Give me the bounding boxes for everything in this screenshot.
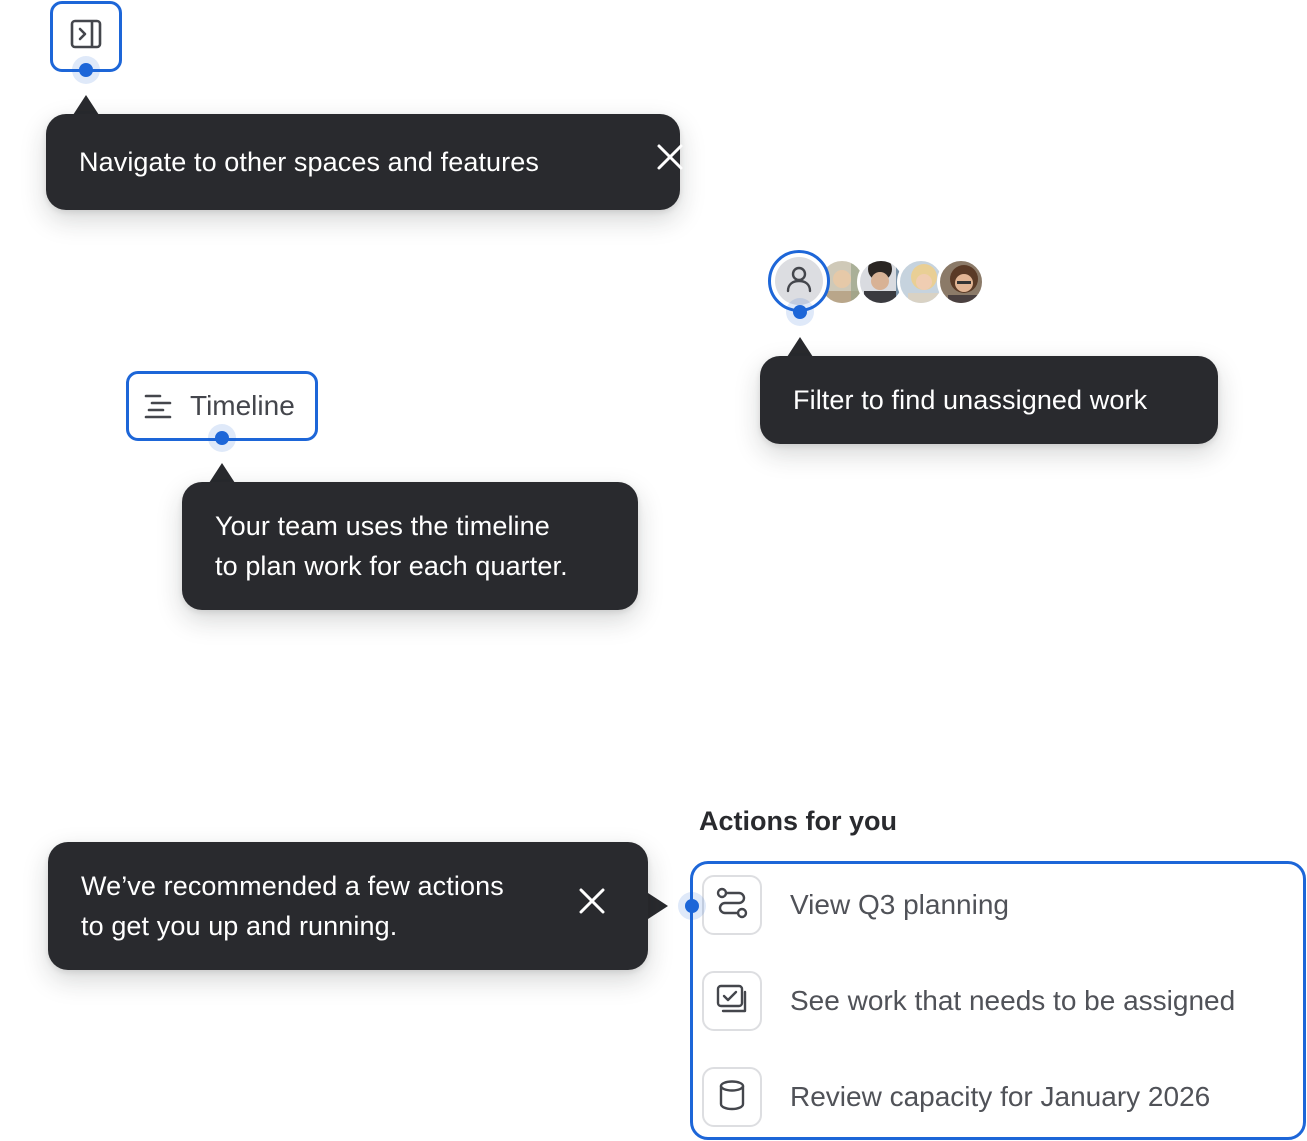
action-label: Review capacity for January 2026 <box>790 1081 1211 1112</box>
action-label: See work that needs to be assigned <box>790 985 1236 1016</box>
tooltip-timeline: Your team uses the timeline to plan work… <box>182 482 638 610</box>
tooltip-navigate-text: Navigate to other spaces and features <box>79 147 539 177</box>
close-tooltip-button[interactable] <box>572 886 612 926</box>
timeline-nav-item[interactable]: Timeline <box>126 371 318 441</box>
tooltip-filter: Filter to find unassigned work <box>760 356 1218 444</box>
actions-list <box>690 861 1306 1140</box>
close-tooltip-button[interactable] <box>650 142 690 182</box>
assignee-filter[interactable] <box>768 250 988 314</box>
tooltip-actions: We’ve recommended a few actions to get y… <box>48 842 648 970</box>
timeline-label: Timeline <box>190 390 295 421</box>
actions-title: Actions for you <box>699 806 898 836</box>
person-icon <box>784 264 814 299</box>
beacon-timeline <box>208 424 236 452</box>
tooltip-caret <box>209 463 235 483</box>
roadmap-icon <box>715 886 749 925</box>
action-see-unassigned-work[interactable]: See work that needs to be assigned <box>702 968 1292 1034</box>
tooltip-caret <box>73 95 99 115</box>
action-review-capacity[interactable]: Review capacity for January 2026 <box>702 1064 1292 1130</box>
tasks-icon <box>715 982 749 1021</box>
tooltip-timeline-text: Your team uses the timeline to plan work… <box>215 511 568 581</box>
tooltip-actions-text: We’ve recommended a few actions to get y… <box>81 871 504 941</box>
sidebar-toggle-button[interactable] <box>50 1 122 72</box>
sidebar-expand-icon <box>69 17 103 56</box>
action-view-q3-planning[interactable]: View Q3 planning <box>702 872 1292 938</box>
tooltip-navigate: Navigate to other spaces and features <box>46 114 683 210</box>
beacon-assignee <box>786 298 814 326</box>
unassigned-avatar[interactable] <box>768 250 830 312</box>
beacon-sidebar <box>72 56 100 84</box>
tooltip-caret <box>787 337 813 357</box>
database-icon <box>715 1078 749 1117</box>
beacon-actions <box>678 892 706 920</box>
close-icon <box>578 886 606 926</box>
tooltip-filter-text: Filter to find unassigned work <box>793 385 1148 415</box>
action-label: View Q3 planning <box>790 889 1009 920</box>
close-icon <box>656 142 684 182</box>
avatar[interactable] <box>937 258 985 306</box>
timeline-icon <box>143 391 173 421</box>
tooltip-caret <box>648 893 668 919</box>
